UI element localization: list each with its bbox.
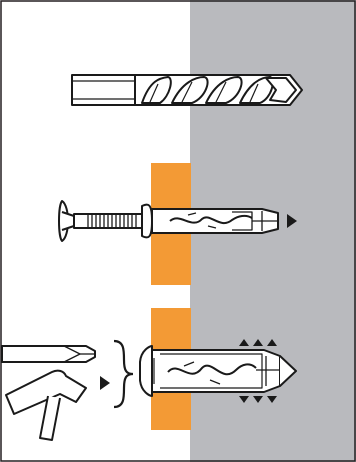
hammer-fixing-screw-anchor-icon <box>58 200 279 242</box>
arrow-right-icon <box>100 376 110 390</box>
brace-icon <box>113 339 134 409</box>
step-drill <box>71 74 303 106</box>
step-insert <box>58 163 297 285</box>
expanded-screw-anchor-icon <box>139 345 281 397</box>
expansion-arrows-down-icon <box>239 396 277 403</box>
arrow-right-icon <box>287 214 297 228</box>
hammer-icon <box>5 369 87 441</box>
step-fix <box>1 308 297 441</box>
expansion-arrows-up-icon <box>239 339 277 346</box>
masonry-drill-bit-icon <box>71 74 303 106</box>
anchor-tip <box>279 355 297 387</box>
screwdriver-icon <box>1 345 96 363</box>
